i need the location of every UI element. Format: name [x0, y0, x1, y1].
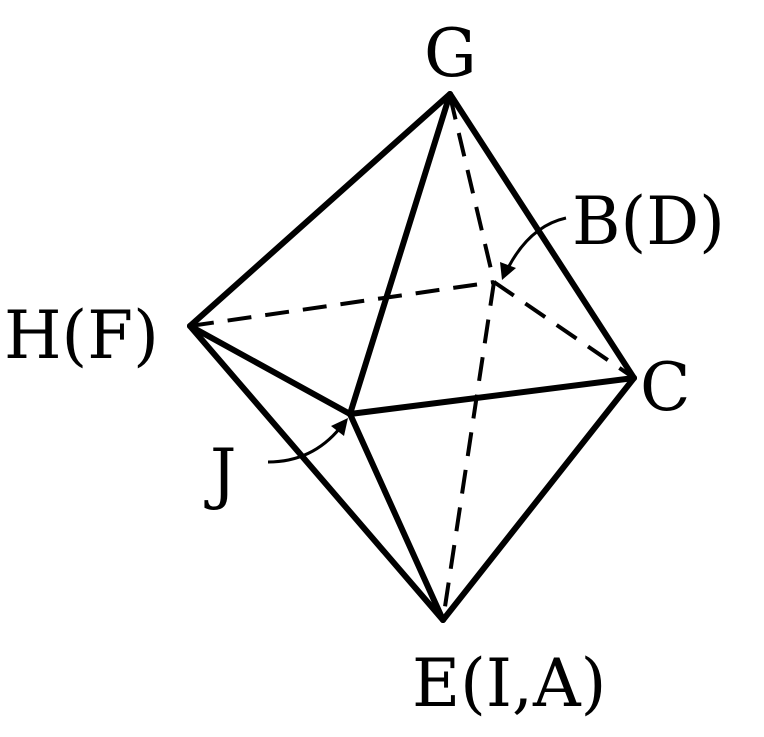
- label-g: G: [424, 15, 477, 92]
- edge-g-c: [447, 91, 637, 381]
- label-c: C: [640, 349, 691, 426]
- pointer-arrows: [267, 216, 567, 464]
- visible-edges: [187, 91, 637, 623]
- edge-j-e: [347, 411, 446, 623]
- hidden-edges: [189, 95, 636, 621]
- arrowhead-j: [331, 418, 348, 436]
- label-j: J: [204, 435, 236, 512]
- pointer-j: [267, 427, 342, 464]
- label-eia: E(I,A): [412, 645, 606, 722]
- edge-c-e: [440, 375, 637, 623]
- edge-hf-e: [187, 323, 446, 623]
- label-bd: B(D): [572, 183, 725, 260]
- edge-g-bd: [448, 95, 496, 283]
- arrowhead-bd: [500, 262, 516, 280]
- label-hf: H(F): [4, 297, 159, 374]
- edge-bd-c: [492, 280, 636, 380]
- edge-hf-j: [187, 323, 353, 417]
- edge-g-j: [347, 91, 453, 417]
- pointer-bd: [506, 216, 567, 269]
- edge-j-c: [347, 375, 637, 417]
- edge-bd-e: [441, 281, 496, 621]
- edge-g-hf: [187, 91, 453, 329]
- edge-hf-bd: [189, 280, 495, 328]
- vertex-labels: G B(D) H(F) C J E(I,A): [4, 15, 725, 722]
